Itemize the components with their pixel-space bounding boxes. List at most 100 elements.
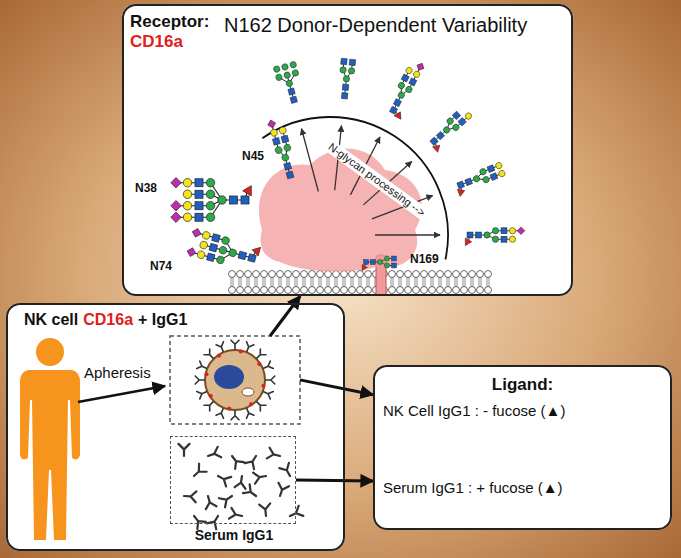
sialic-acid [267, 119, 277, 129]
antibody [203, 495, 217, 510]
hexose [464, 112, 473, 121]
lipid-head [269, 271, 276, 278]
antibody [235, 475, 248, 489]
lipid-tail [327, 277, 328, 287]
antibody [228, 453, 244, 469]
antibody [267, 448, 281, 462]
lipid-tail [449, 277, 450, 287]
lipid-head [285, 271, 292, 278]
lipid-tail [359, 277, 360, 287]
lipid-tail [361, 277, 362, 287]
lipid-head [309, 271, 316, 278]
antibody [262, 361, 273, 372]
lipid-tail [335, 277, 336, 287]
lipid-head [333, 271, 340, 278]
antibody [184, 491, 197, 503]
antibody [253, 471, 267, 484]
hexose [473, 175, 481, 183]
hexose [279, 126, 287, 134]
antibody [279, 463, 294, 479]
ligand-heading: Ligand: [375, 375, 670, 395]
glcnac [364, 260, 369, 265]
hexose [479, 168, 487, 176]
lipid-tail [343, 277, 344, 287]
lipid-head [365, 287, 372, 294]
heading-part: NK cell [24, 311, 78, 329]
nk-cell-body [205, 350, 265, 410]
lipid-head [253, 287, 260, 294]
lipid-head [453, 287, 460, 294]
site-label: N45 [242, 150, 264, 164]
glcnac [487, 165, 495, 173]
cd16a-marker [261, 384, 265, 388]
lipid-tail [257, 277, 258, 287]
processing-arrow [375, 234, 440, 235]
sialic-acid [517, 227, 525, 235]
lipid-head [477, 271, 484, 278]
donor-figure [20, 338, 165, 540]
lipid-tail [265, 277, 266, 287]
lipid-tail [295, 277, 296, 287]
glycans [171, 58, 525, 273]
hexose [492, 236, 498, 242]
lipid-head [277, 271, 284, 278]
antibody [195, 376, 204, 384]
hexose [446, 117, 455, 126]
antibody [216, 407, 227, 418]
hexose [340, 67, 347, 74]
glcnac [490, 173, 498, 181]
glcnac [238, 251, 247, 260]
antibody [215, 471, 231, 486]
lipid-tail [313, 277, 314, 287]
glcnac [392, 256, 397, 261]
lipid-tail [439, 277, 440, 287]
glcnac [457, 181, 465, 189]
lipid-head [237, 271, 244, 278]
connector-arrow [300, 380, 373, 395]
lipid-head [437, 287, 444, 294]
antibody [231, 340, 239, 349]
lipid-head [317, 287, 324, 294]
hexose [273, 65, 281, 73]
lipid-tail [297, 277, 298, 287]
lipid-head [277, 287, 284, 294]
lipid-head [357, 271, 364, 278]
lipid-head [461, 287, 468, 294]
hexose [281, 154, 289, 162]
fucose [433, 142, 443, 152]
nk-cell [195, 340, 275, 420]
lipid-head [429, 271, 436, 278]
hexose [286, 79, 294, 87]
glcnac [401, 74, 409, 82]
hexose [183, 213, 192, 222]
site-label: N74 [150, 260, 172, 274]
lipid-tail [289, 277, 290, 287]
serum-box: Serum IgG1 [170, 436, 296, 524]
hexose [451, 123, 460, 132]
hexose [221, 236, 230, 245]
lipid-tail [305, 277, 306, 287]
panel-fill [122, 4, 573, 296]
lipid-head [405, 287, 412, 294]
lipid-tail [281, 277, 282, 287]
hexose [495, 162, 503, 170]
glcnac [452, 111, 460, 119]
lipid-head [485, 287, 492, 294]
glcnac [430, 137, 438, 145]
hexose [384, 256, 389, 261]
lipid-head [445, 271, 452, 278]
lipid-head [269, 287, 276, 294]
lipid-head [349, 271, 356, 278]
glycan [337, 58, 356, 99]
glcnac [212, 234, 221, 243]
hexose [183, 201, 192, 210]
connector-arrow [296, 479, 373, 483]
lipid-tail [409, 277, 410, 287]
cd16a-marker [227, 406, 231, 410]
lipid-head [245, 287, 252, 294]
lipid-head [405, 271, 412, 278]
glcnac [371, 260, 376, 265]
lipid-tail [463, 277, 464, 287]
lipid-tail [231, 277, 232, 287]
lipid-tail [311, 277, 312, 287]
